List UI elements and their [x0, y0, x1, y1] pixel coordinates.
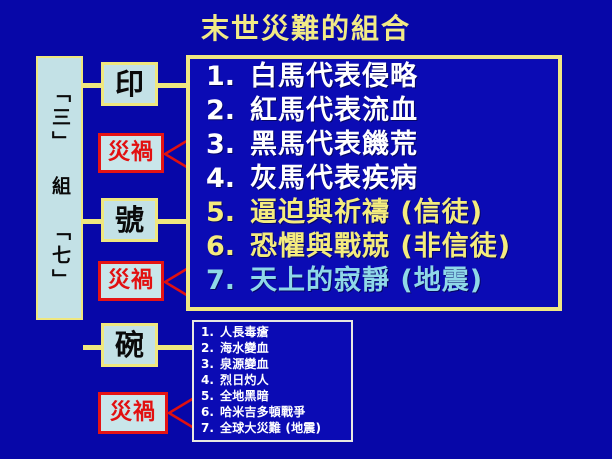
disaster-label-trumpet: 災禍	[107, 268, 154, 293]
disaster-box-bowl[interactable]: 災禍	[98, 392, 168, 434]
list-item-number: 4.	[201, 373, 214, 387]
connector-line-trumpet-right	[158, 219, 188, 224]
category-label-trumpet: 號	[114, 202, 144, 237]
list-item-text: 海水變血	[220, 341, 269, 355]
category-label-bowl: 碗	[114, 327, 144, 362]
sidebar-segment-seven: 「七」	[49, 221, 71, 294]
list-item-text: 紅馬代表流血	[250, 95, 418, 126]
list-item-number: 4.	[206, 163, 236, 194]
list-item-text: 泉源變血	[220, 357, 269, 371]
connector-line-seal-left	[83, 83, 101, 88]
list-item: 5. 全地黑暗	[198, 390, 351, 406]
list-item: 1. 人長毒瘡	[198, 326, 351, 342]
disaster-box-seal[interactable]: 災禍	[98, 133, 164, 173]
list-item: 6. 哈米吉多頓戰爭	[198, 406, 351, 422]
list-item-text: 白馬代表侵略	[250, 61, 418, 92]
sidebar-grouping-label: 「三」 組 「七」	[36, 56, 83, 320]
list-item-number: 1.	[206, 61, 236, 92]
list-item-number: 3.	[201, 357, 214, 371]
list-item-number: 2.	[206, 95, 236, 126]
list-item-number: 7.	[201, 421, 214, 435]
connector-line-seal-right	[158, 83, 188, 88]
arrow-to-disaster-trumpet	[162, 265, 191, 299]
disaster-box-trumpet[interactable]: 災禍	[98, 261, 164, 301]
list-item-text: 黑馬代表饑荒	[250, 129, 418, 160]
list-item: 4. 灰馬代表疾病	[196, 165, 558, 199]
list-item-text: 烈日灼人	[220, 373, 269, 387]
list-item-number: 1.	[201, 325, 214, 339]
list-item-number: 6.	[206, 231, 236, 262]
list-item-text: 逼迫與祈禱 (信徒)	[250, 197, 484, 228]
list-item: 6. 恐懼與戰兢 (非信徒)	[196, 233, 558, 267]
disaster-label-seal: 災禍	[107, 140, 154, 165]
sidebar-segment-three: 「三」	[49, 82, 71, 155]
list-item: 3. 泉源變血	[198, 358, 351, 374]
list-item-number: 3.	[206, 129, 236, 160]
list-item-text: 全球大災難 (地震)	[220, 421, 322, 435]
category-box-trumpet[interactable]: 號	[101, 198, 158, 242]
list-item: 7. 全球大災難 (地震)	[198, 422, 351, 438]
list-item-number: 7.	[206, 265, 236, 296]
list-item: 2. 紅馬代表流血	[196, 97, 558, 131]
connector-line-bowl-left	[83, 345, 101, 350]
disaster-label-bowl: 災禍	[109, 400, 156, 425]
connector-line-bowl-right	[158, 345, 194, 350]
category-label-seal: 印	[114, 66, 144, 101]
list-item-text: 人長毒瘡	[220, 325, 269, 339]
list-item-text: 全地黑暗	[220, 389, 269, 403]
category-box-seal[interactable]: 印	[101, 62, 158, 106]
list-item: 2. 海水變血	[198, 342, 351, 358]
arrow-to-disaster-bowl	[166, 396, 195, 430]
list-item-text: 恐懼與戰兢 (非信徒)	[250, 231, 512, 262]
list-item-number: 6.	[201, 405, 214, 419]
list-item: 5. 逼迫與祈禱 (信徒)	[196, 199, 558, 233]
arrow-to-disaster-seal	[162, 137, 191, 171]
list-item-text: 哈米吉多頓戰爭	[220, 405, 306, 419]
list-item-number: 2.	[201, 341, 214, 355]
sidebar-segment-group: 組	[49, 175, 71, 200]
list-item: 7. 天上的寂靜 (地震)	[196, 267, 558, 301]
list-item: 4. 烈日灼人	[198, 374, 351, 390]
category-box-bowl[interactable]: 碗	[101, 323, 158, 367]
connector-line-trumpet-left	[83, 219, 101, 224]
sub-list-panel: 1. 人長毒瘡 2. 海水變血 3. 泉源變血 4. 烈日灼人 5. 全地黑暗 …	[192, 320, 353, 442]
main-list-panel: 1. 白馬代表侵略 2. 紅馬代表流血 3. 黑馬代表饑荒 4. 灰馬代表疾病 …	[186, 55, 562, 311]
list-item: 3. 黑馬代表饑荒	[196, 131, 558, 165]
list-item-number: 5.	[206, 197, 236, 228]
list-item-text: 灰馬代表疾病	[250, 163, 418, 194]
page-title: 末世災難的組合	[200, 12, 411, 45]
list-item-text: 天上的寂靜 (地震)	[250, 265, 484, 296]
list-item-number: 5.	[201, 389, 214, 403]
list-item: 1. 白馬代表侵略	[196, 63, 558, 97]
